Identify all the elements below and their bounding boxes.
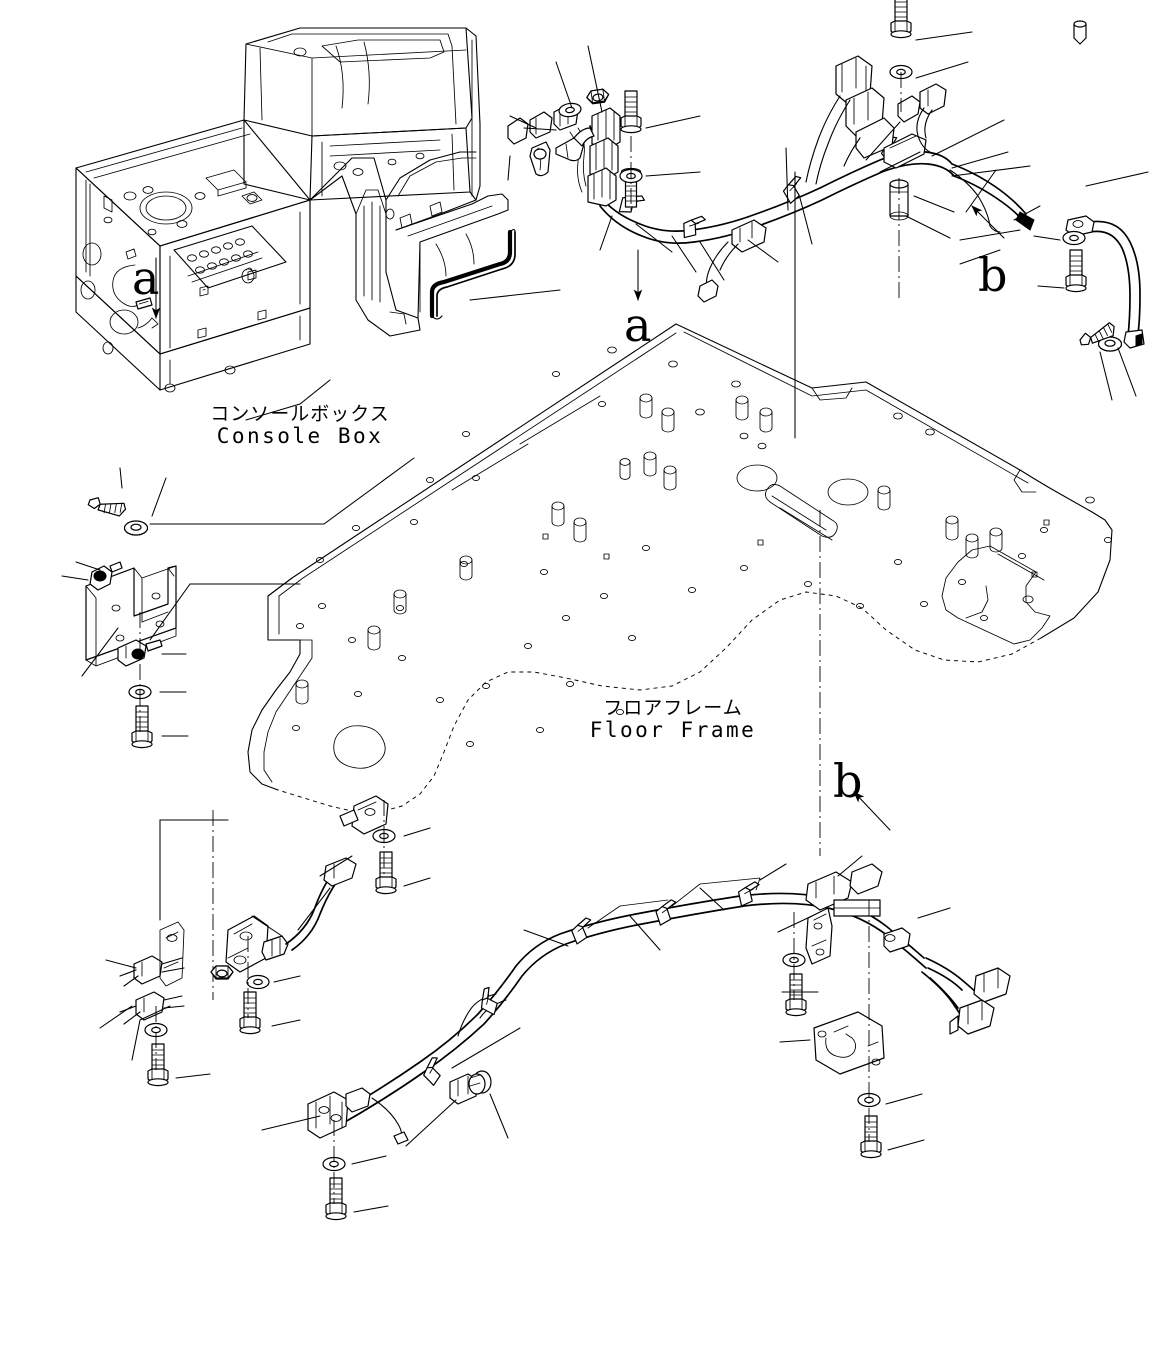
spacer-pin	[1073, 20, 1087, 45]
lower-harness-left-connector	[307, 1087, 409, 1145]
callout-a-console: a	[132, 251, 160, 305]
harness-clamp-2	[681, 213, 707, 241]
lower-harness-assembly	[119, 795, 1011, 1221]
left-bracket-assembly	[61, 457, 415, 749]
ground-cable-assembly	[1062, 215, 1145, 401]
b-bracket-stack	[782, 907, 833, 1017]
ground-bolt-1	[1065, 249, 1087, 293]
ground-washer-1	[1062, 230, 1086, 246]
callout-b-upper: b	[978, 248, 1008, 302]
floor-frame-label: フロアフレーム Floor Frame	[548, 697, 798, 743]
harness-clamp-3	[779, 174, 809, 205]
inline-connector	[697, 219, 767, 303]
hex-bolt-top-right	[890, 0, 912, 39]
lower-left-bolt	[325, 1177, 347, 1221]
console-box-assembly	[75, 27, 516, 393]
arrow-b-upper	[971, 205, 1005, 239]
frame-tab-left	[339, 795, 397, 895]
callout-b-lower: b	[833, 754, 863, 808]
bracket-bolt-top	[86, 491, 128, 520]
leader-lines	[99, 31, 1149, 1213]
harness-right-terminals	[897, 83, 1035, 233]
left-clip-cluster	[119, 921, 185, 1087]
floor-frame-label-en: Floor Frame	[589, 718, 757, 743]
harness-end-fittings-left	[507, 103, 595, 177]
callout-a-harness: a	[624, 298, 652, 352]
console-box-label-en: Console Box	[216, 424, 384, 449]
retainer-plate	[813, 1011, 885, 1075]
console-box-label: コンソールボックス Console Box	[160, 403, 440, 449]
callout-arrows	[633, 205, 1005, 831]
floor-frame-label-jp: フロアフレーム	[603, 697, 743, 719]
short-ground-strap	[210, 857, 357, 1035]
bracket-bolt-bottom	[131, 705, 153, 749]
lower-clamp-3	[568, 916, 597, 946]
bracket-washer-top	[123, 520, 149, 536]
plate-bolt	[860, 1115, 882, 1159]
lower-harness-right-end	[805, 863, 1011, 1035]
arrow-b-lower	[853, 791, 891, 831]
bullet-connector	[449, 1070, 492, 1105]
relay-box-assembly	[805, 55, 927, 185]
console-box-label-jp: コンソールボックス	[210, 403, 390, 425]
